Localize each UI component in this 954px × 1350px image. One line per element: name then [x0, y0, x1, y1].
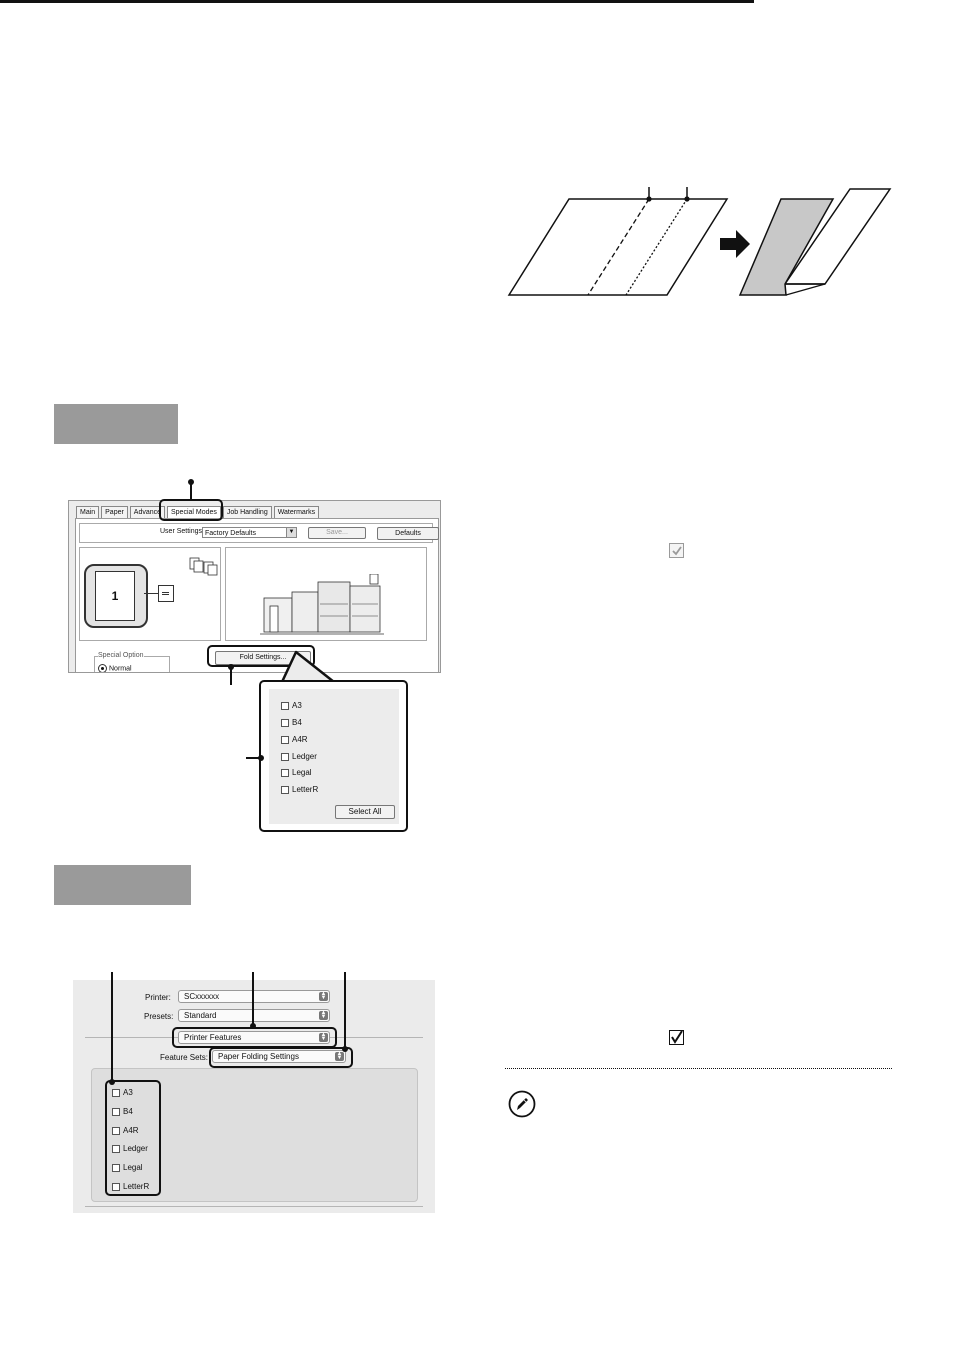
- callout-line-popup: [246, 757, 260, 759]
- fold-size-legal[interactable]: Legal: [281, 768, 312, 778]
- tab-row: Main Paper Advance Special Modes Job Han…: [76, 506, 320, 519]
- sort-pages-icon: [189, 557, 218, 576]
- callout-line-paper-sizes: [111, 972, 113, 1082]
- feature-panel: A3 B4 A4R Ledger Legal LetterR: [91, 1068, 418, 1202]
- stepper-icon: ▲▼: [335, 1051, 344, 1061]
- callout-dot-paper-sizes: [109, 1079, 115, 1085]
- presets-label: Presets:: [144, 1012, 174, 1021]
- callout-line-special-modes: [190, 482, 192, 500]
- fold-icon: [158, 585, 174, 602]
- windows-print-dialog: Main Paper Advance Special Modes Job Han…: [68, 500, 441, 673]
- page-preview-panel: 1: [79, 547, 221, 641]
- folded-sheet: [738, 188, 892, 296]
- step-bar-windows: [54, 404, 178, 444]
- fold-size-a3[interactable]: A3: [281, 701, 302, 711]
- preview-page-number: 1: [95, 571, 135, 621]
- mac-size-ledger[interactable]: Ledger: [112, 1144, 148, 1154]
- user-settings-value: Factory Defaults: [205, 530, 256, 537]
- unfolded-sheet: [507, 187, 729, 296]
- checked-checkbox-gray-icon: [669, 543, 684, 558]
- user-settings-group: User Settings: Factory Defaults ▼ Save..…: [79, 523, 439, 543]
- save-button[interactable]: Save...: [308, 527, 366, 539]
- chevron-down-icon: ▼: [286, 528, 296, 537]
- mac-size-a4r[interactable]: A4R: [112, 1126, 139, 1136]
- callout-dot-popup: [258, 755, 264, 761]
- machine-preview-panel: [225, 547, 427, 641]
- fold-settings-popup: A3 B4 A4R Ledger Legal LetterR Select Al…: [259, 680, 408, 832]
- fold-settings-button[interactable]: Fold Settings...: [215, 651, 311, 665]
- fold-illustration: [507, 187, 892, 296]
- fold-settings-panel: A3 B4 A4R Ledger Legal LetterR Select Al…: [269, 689, 399, 824]
- pencil-note-icon: [508, 1090, 536, 1118]
- mac-size-a3[interactable]: A3: [112, 1088, 133, 1098]
- checked-checkbox-icon: [669, 1030, 684, 1045]
- printer-machine-illustration: [260, 574, 384, 635]
- stepper-icon: ▲▼: [319, 1010, 328, 1020]
- callout-line-fold-settings: [230, 667, 232, 685]
- presets-select[interactable]: Standard ▲▼: [178, 1009, 330, 1022]
- defaults-button[interactable]: Defaults: [377, 527, 439, 540]
- callout-dot-feature-sets: [342, 1046, 348, 1052]
- callout-line-feature-sets: [344, 972, 346, 1048]
- fold-settings-callout: [207, 645, 315, 667]
- normal-radio-label: Normal: [109, 665, 132, 673]
- feature-sets-callout: [209, 1047, 353, 1068]
- mac-size-b4[interactable]: B4: [112, 1107, 133, 1117]
- page-preview-frame: 1: [84, 564, 148, 628]
- mac-size-letterr[interactable]: LetterR: [112, 1182, 149, 1192]
- special-option-group: Special Option Normal: [94, 652, 170, 673]
- printer-label: Printer:: [145, 993, 171, 1002]
- printer-select[interactable]: SCxxxxxx ▲▼: [178, 990, 330, 1003]
- printer-features-callout: [172, 1027, 337, 1048]
- presets-value: Standard: [184, 1011, 217, 1020]
- fold-size-ledger[interactable]: Ledger: [281, 752, 317, 762]
- select-all-button[interactable]: Select All: [335, 805, 395, 819]
- panel-value: Printer Features: [184, 1033, 242, 1042]
- user-settings-select[interactable]: Factory Defaults ▼: [202, 527, 297, 538]
- feature-sets-label: Feature Sets:: [160, 1053, 209, 1062]
- mac-print-dialog: Printer: SCxxxxxx ▲▼ Presets: Standard ▲…: [73, 980, 435, 1213]
- mac-size-legal[interactable]: Legal: [112, 1163, 143, 1173]
- printer-value: SCxxxxxx: [184, 992, 220, 1001]
- right-arrow-icon: [720, 230, 750, 258]
- fold-size-b4[interactable]: B4: [281, 718, 302, 728]
- feature-sets-value: Paper Folding Settings: [218, 1052, 299, 1061]
- fold-size-letterr[interactable]: LetterR: [281, 785, 318, 795]
- special-modes-tab-callout: [159, 499, 223, 521]
- top-rule: [0, 0, 754, 3]
- tab-advanced[interactable]: Advance: [129, 506, 166, 519]
- paper-size-list-callout: [105, 1080, 161, 1196]
- normal-radio[interactable]: Normal: [98, 664, 132, 673]
- callout-line-printer-features: [252, 972, 254, 1028]
- tab-special-modes[interactable]: Special Modes: [166, 506, 221, 519]
- callout-dot-printer-features: [250, 1023, 256, 1029]
- user-settings-label: User Settings:: [160, 528, 204, 535]
- stepper-icon: ▲▼: [319, 991, 328, 1001]
- connector-line: [144, 593, 158, 594]
- panel-select[interactable]: Printer Features ▲▼: [178, 1031, 330, 1044]
- special-option-label: Special Option: [98, 652, 144, 659]
- note-separator: [505, 1068, 892, 1069]
- tab-watermarks[interactable]: Watermarks: [273, 506, 320, 519]
- step-bar-macintosh: [54, 865, 191, 905]
- stepper-icon: ▲▼: [319, 1032, 328, 1042]
- callout-dot-fold-settings: [228, 664, 234, 670]
- fold-size-a4r[interactable]: A4R: [281, 735, 308, 745]
- callout-dot-special-modes: [188, 479, 194, 485]
- feature-sets-select[interactable]: Paper Folding Settings ▲▼: [212, 1050, 346, 1063]
- divider: [85, 1206, 423, 1207]
